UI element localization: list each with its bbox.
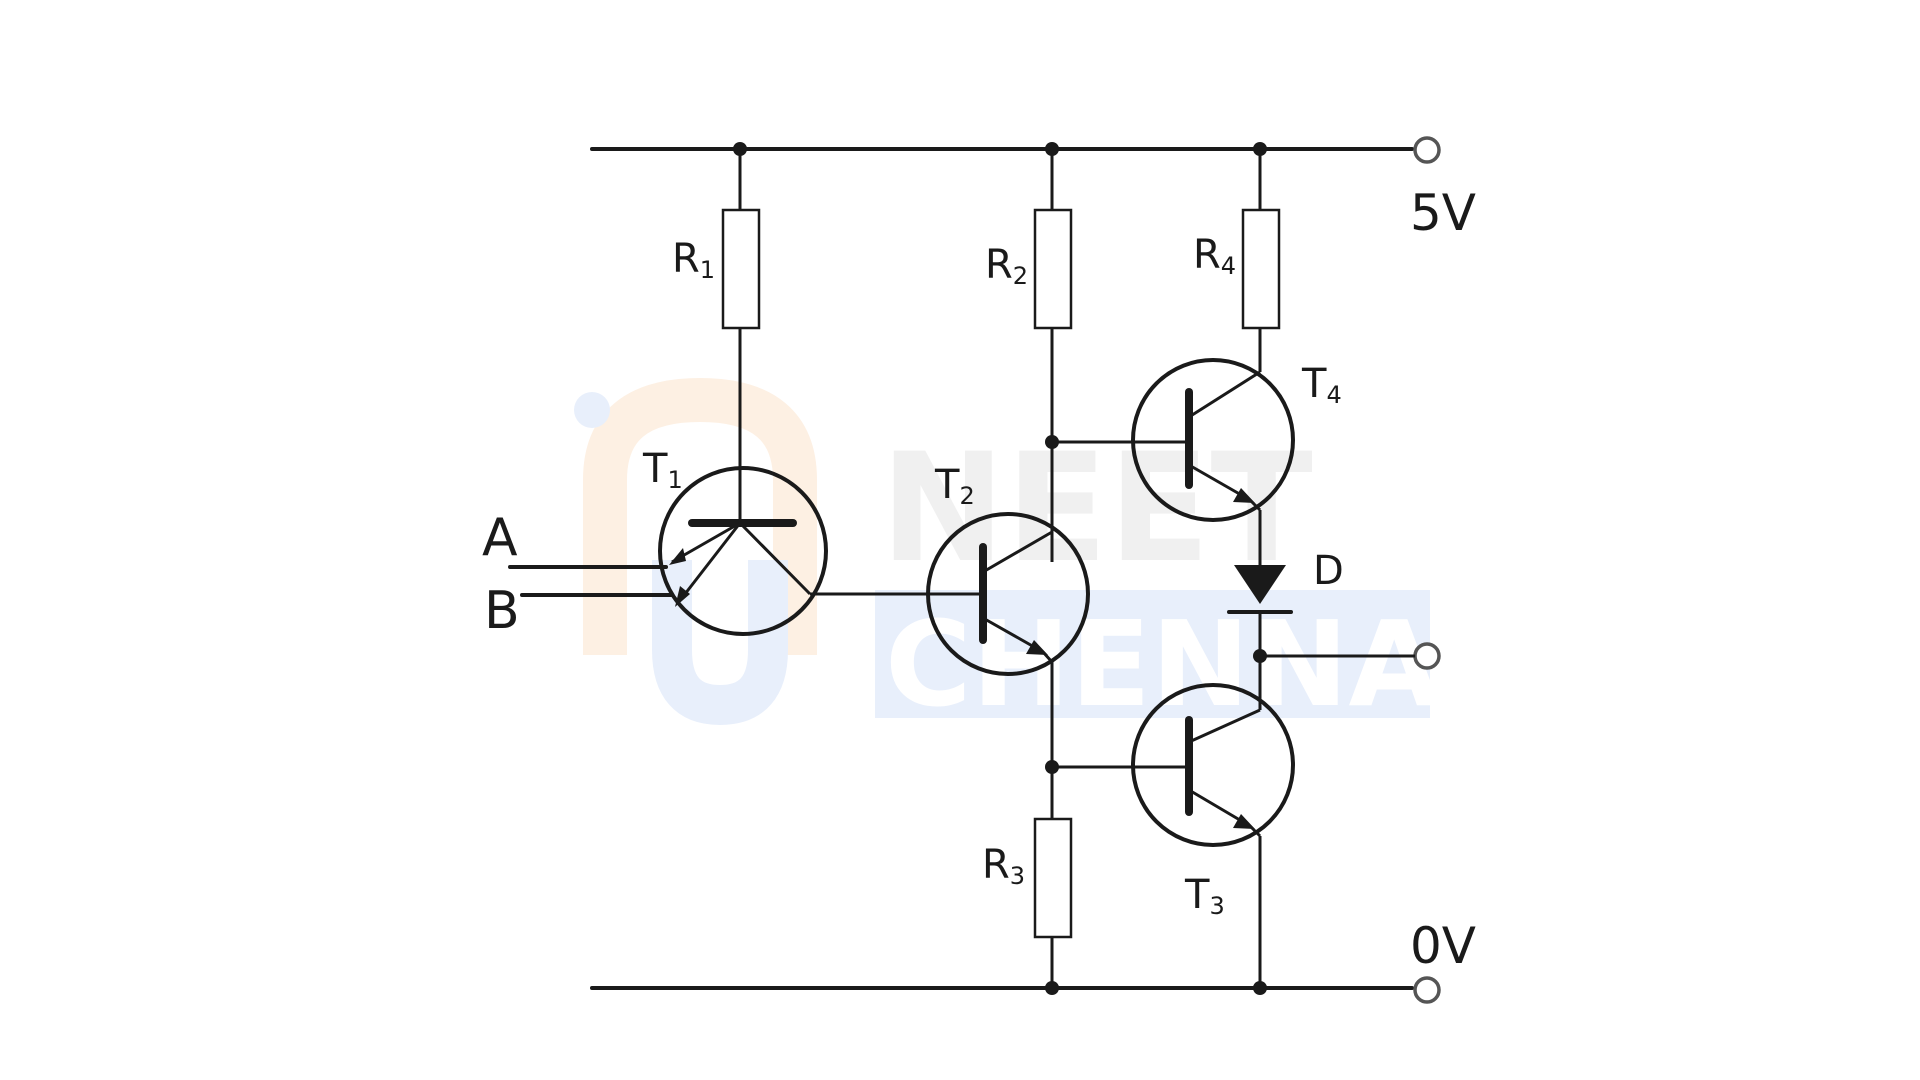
resistor-r3 [1033,817,1073,939]
t1-emitter-arrow [675,586,690,607]
label-r4: R4 [1193,232,1236,280]
t4-collector [1188,370,1261,419]
label-input-b: B [484,581,520,641]
label-diode: D [1313,548,1344,594]
resistor-r2 [1033,208,1073,330]
t1-collector [738,521,812,596]
t1-emitter-b [676,522,742,604]
watermark-logo-arc [583,377,817,655]
resistor-r1 [721,208,761,330]
t2-emitter-arrow [1026,640,1048,655]
transistor-t1 [658,466,828,636]
watermark-band [875,590,1430,718]
t2-collector [982,530,1053,574]
label-0v: 0V [1410,917,1476,975]
transistor-t3 [1131,683,1295,847]
watermark-logo-u [652,560,788,726]
wire [1248,824,1262,838]
t3-collector [1188,708,1261,744]
label-r2: R2 [985,242,1028,290]
terminal-5v[interactable] [1413,136,1441,164]
wire [1041,650,1054,664]
watermark-logo-dot [574,392,610,428]
watermark-text-chennai: CHENNAI [885,595,1484,733]
t4-emitter-arrow [1233,488,1255,503]
label-t2: T2 [934,462,975,510]
t3-emitter-arrow [1233,814,1255,829]
label-t1: T1 [642,446,683,494]
transistor-t2 [926,512,1090,676]
label-input-a: A [482,508,518,568]
wire [1248,498,1262,512]
resistor-r4 [1241,208,1281,330]
label-t4: T4 [1301,361,1342,409]
label-r1: R1 [672,236,715,284]
label-r3: R3 [982,842,1025,890]
label-5v: 5V [1410,184,1476,242]
transistor-t4 [1131,358,1295,522]
diode-d [1234,565,1286,604]
terminal-0v[interactable] [1413,976,1441,1004]
t1-emitter-arrow [669,548,686,565]
label-t3: T3 [1184,872,1225,920]
output-terminal[interactable] [1413,642,1441,670]
